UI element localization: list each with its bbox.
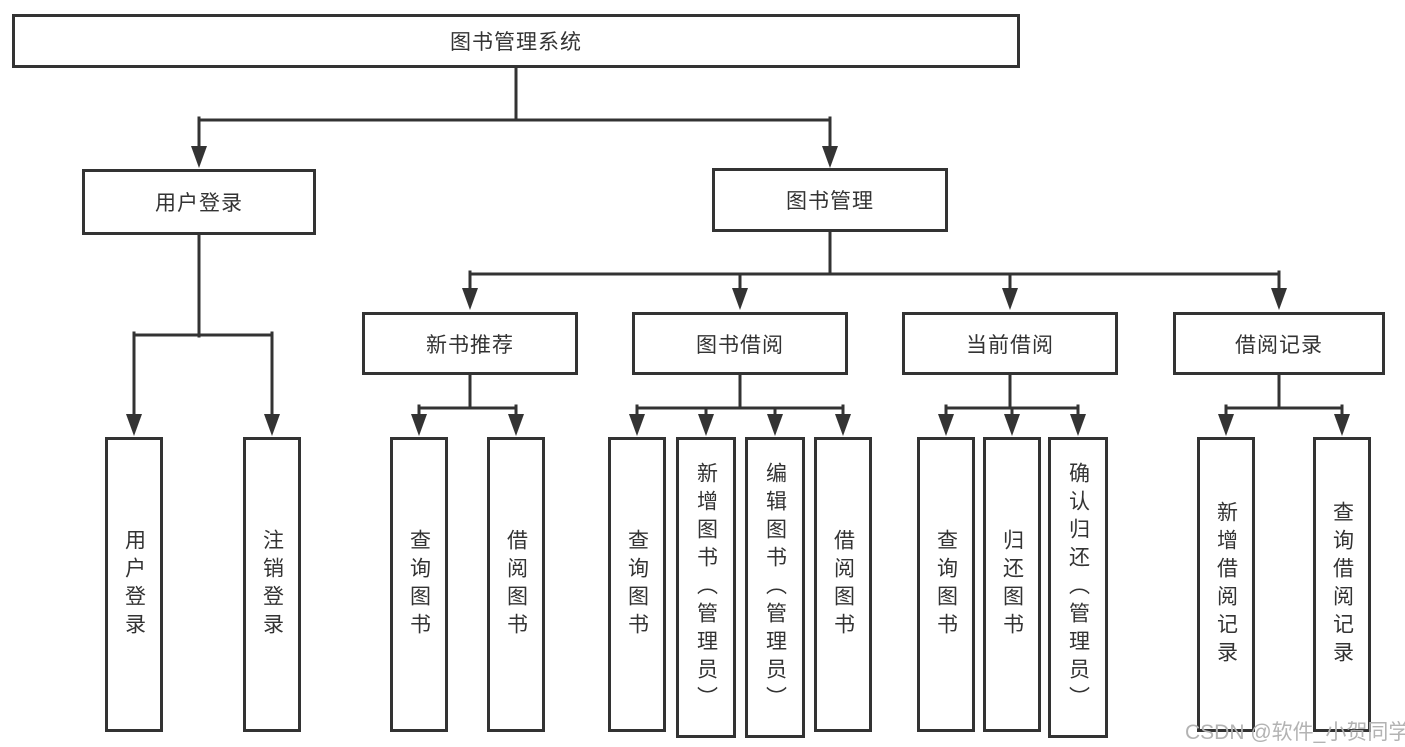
node-query-borrow-record: 查询借阅记录 — [1313, 437, 1371, 732]
node-label: 查询借阅记录 — [1330, 500, 1354, 669]
node-label: 查询图书 — [407, 528, 431, 641]
node-edit-books-admin: 编辑图书（管理员） — [745, 437, 805, 738]
node-label: 查询图书 — [625, 528, 649, 641]
node-query-books-borrowing: 查询图书 — [608, 437, 666, 732]
node-user-login-leaf: 用户登录 — [105, 437, 163, 732]
node-label: 用户登录 — [122, 528, 146, 641]
node-add-borrow-record: 新增借阅记录 — [1197, 437, 1255, 732]
node-label: 注销登录 — [260, 528, 284, 641]
node-label: 确认归还（管理员） — [1066, 461, 1090, 714]
node-query-books-current: 查询图书 — [917, 437, 975, 732]
arrowheads — [126, 146, 1350, 436]
node-borrow-books: 借阅图书 — [814, 437, 872, 732]
node-user-login-branch: 用户登录 — [82, 169, 316, 235]
node-borrowing-records: 借阅记录 — [1173, 312, 1385, 375]
csdn-watermark: CSDN @软件_小贺同学 — [1185, 721, 1405, 744]
node-new-book-recommendation: 新书推荐 — [362, 312, 578, 375]
node-borrow-books-recommend: 借阅图书 — [487, 437, 545, 732]
node-label: 查询图书 — [934, 528, 958, 641]
node-query-books-recommend: 查询图书 — [390, 437, 448, 732]
node-book-borrowing: 图书借阅 — [632, 312, 848, 375]
node-label: 编辑图书（管理员） — [763, 461, 787, 714]
node-label: 归还图书 — [1000, 528, 1024, 641]
node-current-borrowing: 当前借阅 — [902, 312, 1118, 375]
node-return-books: 归还图书 — [983, 437, 1041, 732]
node-add-books-admin: 新增图书（管理员） — [676, 437, 736, 738]
node-confirm-return-admin: 确认归还（管理员） — [1048, 437, 1108, 738]
node-label: 新增借阅记录 — [1214, 500, 1238, 669]
node-label: 借阅图书 — [831, 528, 855, 641]
node-label: 借阅图书 — [504, 528, 528, 641]
node-book-management-branch: 图书管理 — [712, 168, 948, 232]
node-library-management-system: 图书管理系统 — [12, 14, 1020, 68]
node-logout: 注销登录 — [243, 437, 301, 732]
node-label: 新增图书（管理员） — [694, 461, 718, 714]
